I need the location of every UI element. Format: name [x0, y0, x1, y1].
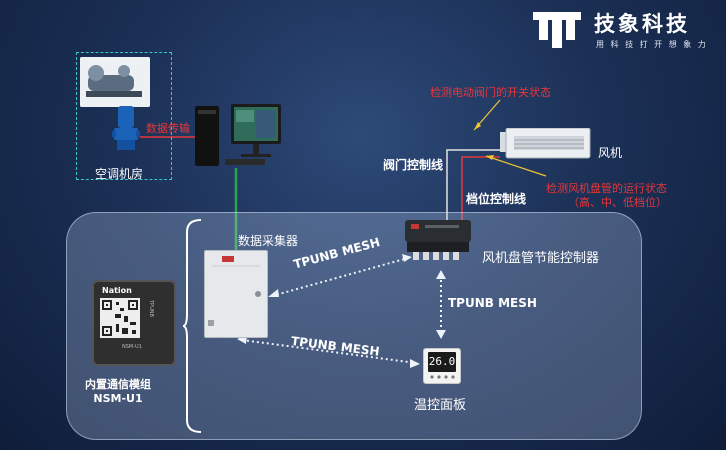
- bracket-divider: [183, 219, 202, 433]
- brand-name: 技象科技: [594, 12, 690, 36]
- aircon-room-label: 空调机房: [95, 167, 144, 181]
- controller-label: 风机盘管节能控制器: [482, 251, 600, 266]
- thermostat-buttons-icon: [430, 375, 455, 379]
- thermostat-label: 温控面板: [414, 398, 467, 413]
- valve-control-line: [446, 149, 500, 220]
- valve-status-note: 检测电动阀门的开关状态: [430, 86, 551, 99]
- chip-brand-text: Nation: [102, 286, 132, 295]
- mesh-label-controller-thermostat: TPUNB MESH: [448, 296, 537, 310]
- module-label-line1: 内置通信模组: [85, 378, 151, 391]
- fan-label: 风机: [598, 146, 623, 160]
- water-pump-icon: [112, 106, 140, 150]
- chip-tag-text: TPUNB: [148, 300, 154, 317]
- collector-details: [208, 256, 261, 326]
- gear-line-label: 档位控制线: [466, 192, 527, 206]
- mesh-arrow-collector-thermostat: [241, 339, 417, 364]
- collector-label: 数据采集器: [238, 234, 299, 248]
- brand-slogan: 用 科 技 打 开 想 象 力: [596, 40, 708, 49]
- data-transmission-label: 数据传输: [146, 122, 190, 135]
- chip-model-text: NSM-U1: [122, 344, 142, 350]
- qr-code-icon: [100, 298, 140, 338]
- chiller-icon: [80, 57, 150, 107]
- computer-icon: [195, 104, 281, 166]
- aircon-room-box: [76, 52, 172, 180]
- thermostat-display: 26.0: [428, 352, 456, 372]
- fan-coil-unit-icon: [500, 128, 591, 159]
- valve-line-label: 阀门控制线: [383, 158, 444, 172]
- module-label-line2: NSM-U1: [93, 392, 143, 405]
- fan-note-arrow: [485, 155, 547, 177]
- mesh-arrow-collector-controller: [271, 257, 409, 297]
- brand-logo-icon: [533, 12, 581, 48]
- module-label: 内置通信模组 NSM-U1: [72, 378, 164, 406]
- fan-state-note-line2: （高、中、低档位）: [568, 196, 667, 209]
- fan-coil-controller-device: [405, 220, 471, 260]
- fan-state-note-line1: 检测风机盘管的运行状态: [546, 182, 667, 195]
